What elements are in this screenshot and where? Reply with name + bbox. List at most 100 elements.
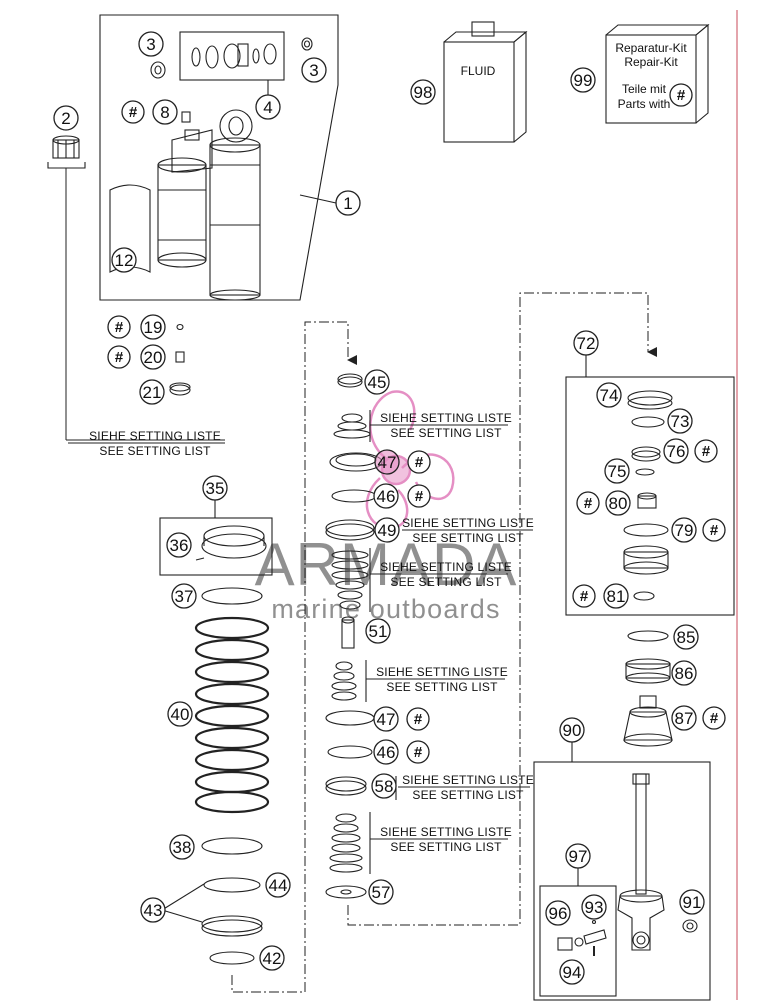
rod-clevis xyxy=(617,895,665,951)
circlip-85 xyxy=(627,630,669,642)
callout-1: 1 xyxy=(335,190,361,216)
hash-marker: # xyxy=(702,706,726,730)
callout-8: 8 xyxy=(152,99,178,125)
preload-nut xyxy=(201,533,267,559)
setting-note-de: SIEHE SETTING LISTE xyxy=(402,773,534,787)
callout-37: 37 xyxy=(171,583,197,609)
callout-number: 21 xyxy=(143,383,162,402)
kit-ring xyxy=(263,43,277,65)
seal-head-box xyxy=(565,376,735,616)
coil-spring-40 xyxy=(194,616,270,814)
callout-number: 79 xyxy=(675,521,694,540)
hash-symbol: # xyxy=(702,443,711,460)
callout-46: 46 xyxy=(373,483,399,509)
fluid-label: FLUID xyxy=(461,64,496,78)
hash-symbol: # xyxy=(115,349,124,366)
callout-number: 8 xyxy=(160,103,169,122)
callout-number: 99 xyxy=(574,71,593,90)
shock-eye xyxy=(219,109,253,143)
ring-42 xyxy=(209,951,255,965)
callout-number: 76 xyxy=(667,442,686,461)
callout-46: 46 xyxy=(373,739,399,765)
callout-12: 12 xyxy=(111,247,137,273)
callout-74: 74 xyxy=(596,382,622,408)
hash-marker: # xyxy=(121,100,145,124)
screw-8 xyxy=(181,111,191,123)
callout-91: 91 xyxy=(679,889,705,915)
callout-47: 47 xyxy=(373,706,399,732)
callout-number: 1 xyxy=(343,194,352,213)
callout-number: 75 xyxy=(608,462,627,481)
callout-44: 44 xyxy=(265,872,291,898)
hash-marker: # xyxy=(669,83,693,107)
callout-number: 93 xyxy=(585,898,604,917)
piston-49 xyxy=(325,519,375,537)
callout-number: 81 xyxy=(607,587,626,606)
callout-43: 43 xyxy=(140,897,166,923)
callout-number: 42 xyxy=(263,949,282,968)
rod-assembly-box xyxy=(533,761,711,1001)
hash-marker: # xyxy=(694,439,718,463)
spring-assembly xyxy=(159,500,273,965)
hash-symbol: # xyxy=(710,710,719,727)
callout-19: 19 xyxy=(140,314,166,340)
seat-43 xyxy=(201,915,263,933)
ring-75 xyxy=(635,468,655,476)
oring-19 xyxy=(176,323,184,331)
bump-cup-86 xyxy=(625,663,671,679)
callout-4: 4 xyxy=(255,94,281,120)
setting-note-de: SIEHE SETTING LISTE xyxy=(380,825,512,839)
bushing-80 xyxy=(637,495,657,509)
repair-kit-line2: Repair-Kit xyxy=(624,55,678,69)
shock-assembly-group xyxy=(99,14,339,301)
setting-note-de: SIEHE SETTING LISTE xyxy=(380,411,512,425)
repair-kit-line3: Teile mit xyxy=(622,82,667,96)
callout-number: 45 xyxy=(368,373,387,392)
callout-21: 21 xyxy=(139,379,165,405)
spring-seat-37 xyxy=(201,587,263,605)
hash-marker: # xyxy=(107,315,131,339)
washer-38 xyxy=(201,837,263,855)
callout-number: 49 xyxy=(378,521,397,540)
oring-46b xyxy=(327,745,373,759)
washer-57 xyxy=(325,885,367,899)
setting-note-en: SEE SETTING LIST xyxy=(390,840,502,854)
callout-number: 3 xyxy=(309,61,318,80)
hash-marker: # xyxy=(407,484,431,508)
flow-path-center xyxy=(231,292,657,993)
setting-note-de: SIEHE SETTING LISTE xyxy=(380,560,512,574)
kit-bushing-body xyxy=(237,43,249,67)
hash-symbol: # xyxy=(415,488,424,505)
hash-marker: # xyxy=(572,584,596,608)
setting-note-de: SIEHE SETTING LISTE xyxy=(402,516,534,530)
setting-note-en: SEE SETTING LIST xyxy=(390,575,502,589)
valve-body-51 xyxy=(341,619,355,649)
hash-symbol: # xyxy=(129,104,138,121)
callout-number: 47 xyxy=(378,453,397,472)
setting-note-en: SEE SETTING LIST xyxy=(390,426,502,440)
setting-note-de: SIEHE SETTING LISTE xyxy=(89,429,221,443)
hash-marker: # xyxy=(407,450,431,474)
small-parts-19-21 xyxy=(169,323,191,396)
setting-note-de: SIEHE SETTING LISTE xyxy=(376,665,508,679)
callout-number: 86 xyxy=(675,664,694,683)
hash-symbol: # xyxy=(580,588,589,605)
watermark-tagline: marine outboards xyxy=(271,594,500,624)
ring-81 xyxy=(633,591,655,601)
hash-symbol: # xyxy=(115,319,124,336)
callout-number: 46 xyxy=(377,743,396,762)
callout-number: 80 xyxy=(609,494,628,513)
shock-body xyxy=(209,144,261,296)
callout-38: 38 xyxy=(169,834,195,860)
callout-number: 47 xyxy=(377,710,396,729)
callout-76: 76 xyxy=(663,438,689,464)
callout-47: 47 xyxy=(374,449,400,475)
callout-number: 74 xyxy=(600,386,619,405)
callout-2: 2 xyxy=(53,105,79,131)
callout-35: 35 xyxy=(202,475,228,501)
callout-81: 81 xyxy=(603,583,629,609)
kit-bushing xyxy=(223,43,241,69)
